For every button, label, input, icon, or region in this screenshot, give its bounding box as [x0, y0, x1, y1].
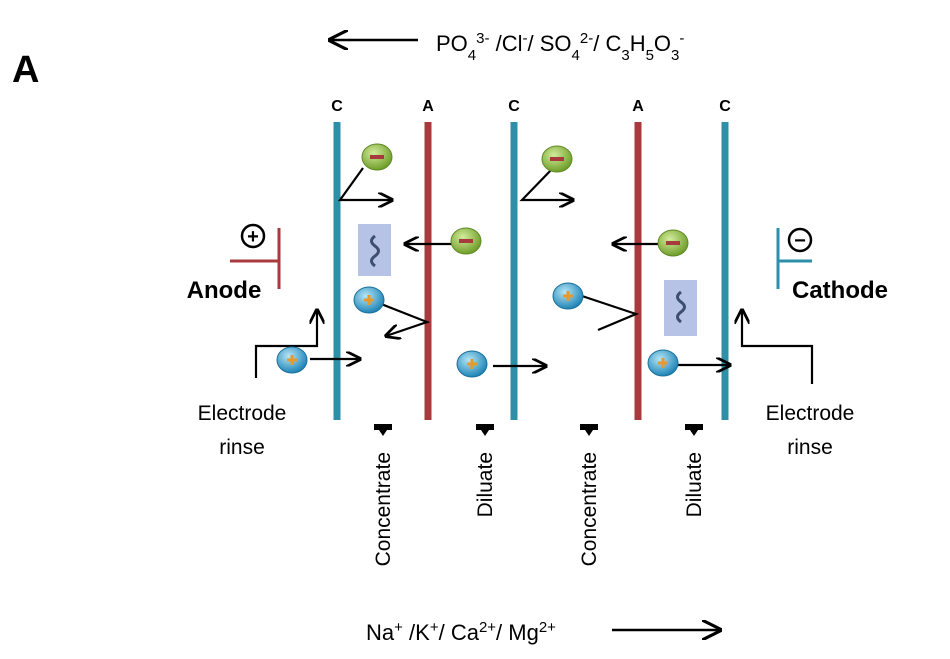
blocked-ion-box-1 [358, 224, 391, 276]
cation-ball-icon [456, 350, 488, 378]
cation-list: Na+ /K+/ Ca2+/ Mg2+ [366, 619, 556, 646]
membrane-label-5: C [719, 98, 731, 115]
rinse-flow-left [254, 310, 317, 378]
anion-ball-icon [657, 229, 689, 257]
anion-list: PO43- /Cl-/ SO42-/ C3H5O3- [436, 30, 684, 64]
outlet-arrow-icon [374, 424, 392, 436]
membrane-label-4: A [632, 98, 644, 115]
ion-arrows [310, 167, 730, 366]
membrane-label-1: C [331, 98, 343, 115]
cathode-sign: − [794, 230, 806, 252]
squiggle-icon [370, 234, 380, 268]
anion-ball-icon [450, 227, 482, 255]
rinse-label-right-1: Electrode [766, 402, 855, 425]
anode-label: Anode [187, 277, 262, 304]
compartment-outlets [374, 424, 703, 436]
plus-icon [240, 223, 266, 249]
squiggle-icon [676, 290, 686, 324]
cation-ball-icon [647, 349, 679, 377]
compartment-label-3: Concentrate [578, 452, 601, 566]
blocked-ion-box-2 [664, 280, 697, 336]
minus-icon [787, 227, 813, 253]
compartment-label-2: Diluate [474, 452, 497, 517]
outlet-arrow-icon [476, 424, 494, 436]
cathode-label: Cathode [792, 277, 888, 304]
compartment-label-4: Diluate [683, 452, 706, 517]
anode-sign: + [247, 226, 259, 248]
membrane-label-3: C [508, 98, 520, 115]
cation-ball-icon [552, 282, 584, 310]
panel-label: A [12, 49, 39, 91]
anion-ball-icon [361, 143, 393, 171]
anion-ball-icon [541, 145, 573, 173]
outlet-arrow-icon [580, 424, 598, 436]
cathode-electrode: − Cathode [776, 227, 888, 304]
anode-electrode: + Anode [187, 223, 281, 304]
rinse-label-left-1: Electrode [198, 402, 287, 425]
membrane-label-2: A [422, 98, 434, 115]
rinse-label-right-2: rinse [787, 436, 833, 459]
cation-ball-icon [353, 286, 385, 314]
compartment-labels: Concentrate Diluate Concentrate Diluate [372, 452, 706, 566]
cation-ball-icon [276, 346, 308, 374]
rinse-flow-right [742, 310, 814, 384]
outlet-arrow-icon [685, 424, 703, 436]
rinse-label-left-2: rinse [219, 436, 265, 459]
compartment-label-1: Concentrate [372, 452, 395, 566]
ion-markers [276, 143, 689, 378]
